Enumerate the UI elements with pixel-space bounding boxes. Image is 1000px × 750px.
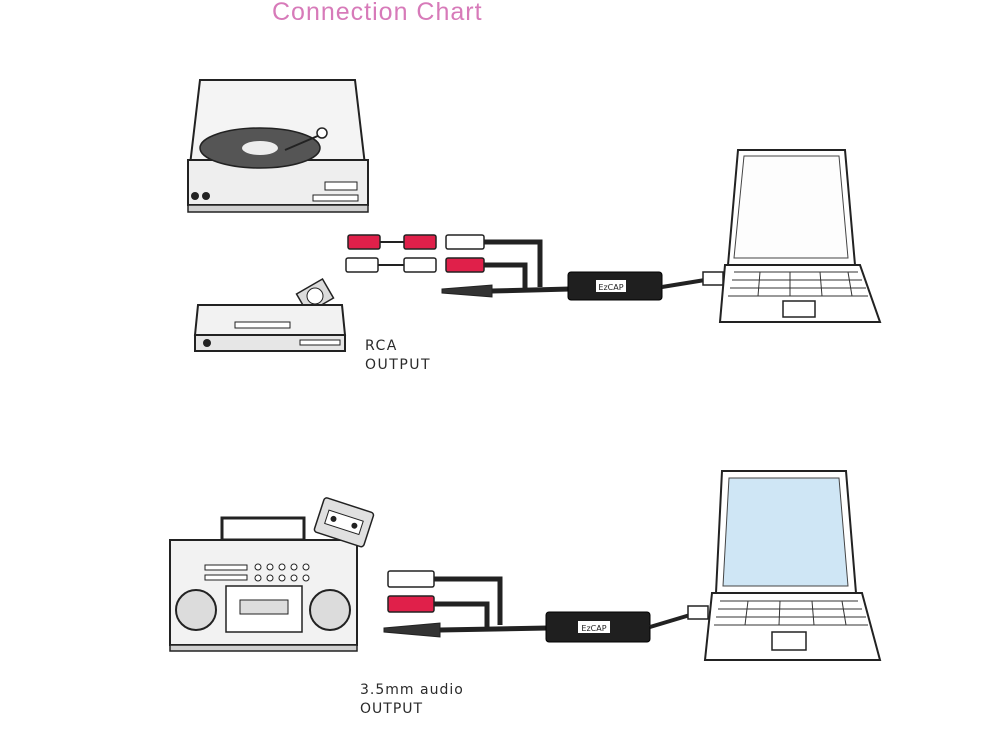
boombox-icon: [169, 516, 358, 652]
laptop-icon: [718, 149, 882, 323]
rca-label-line2: OUTPUT: [365, 357, 432, 373]
cassette-icon: [313, 497, 375, 548]
rca-cable-icon: EzCAP: [345, 234, 724, 301]
ezcap-badge: EzCAP: [598, 283, 623, 292]
rca-label-line1: RCA: [365, 338, 398, 354]
audio-output-label: 3.5mm audio OUTPUT: [360, 681, 464, 719]
ezcap-badge-b: EzCAP: [581, 624, 606, 633]
audio-cable-icon: EzCAP: [383, 570, 709, 643]
rca-output-label: RCA OUTPUT: [365, 337, 431, 375]
turntable-icon: [187, 79, 369, 213]
page-title: Connection Chart: [272, 0, 483, 26]
audio-label-line1: 3.5mm audio: [360, 682, 464, 698]
audio-label-line2: OUTPUT: [360, 701, 424, 717]
cd-player-icon: [193, 277, 347, 352]
laptop-blue-screen-icon: [703, 470, 882, 661]
